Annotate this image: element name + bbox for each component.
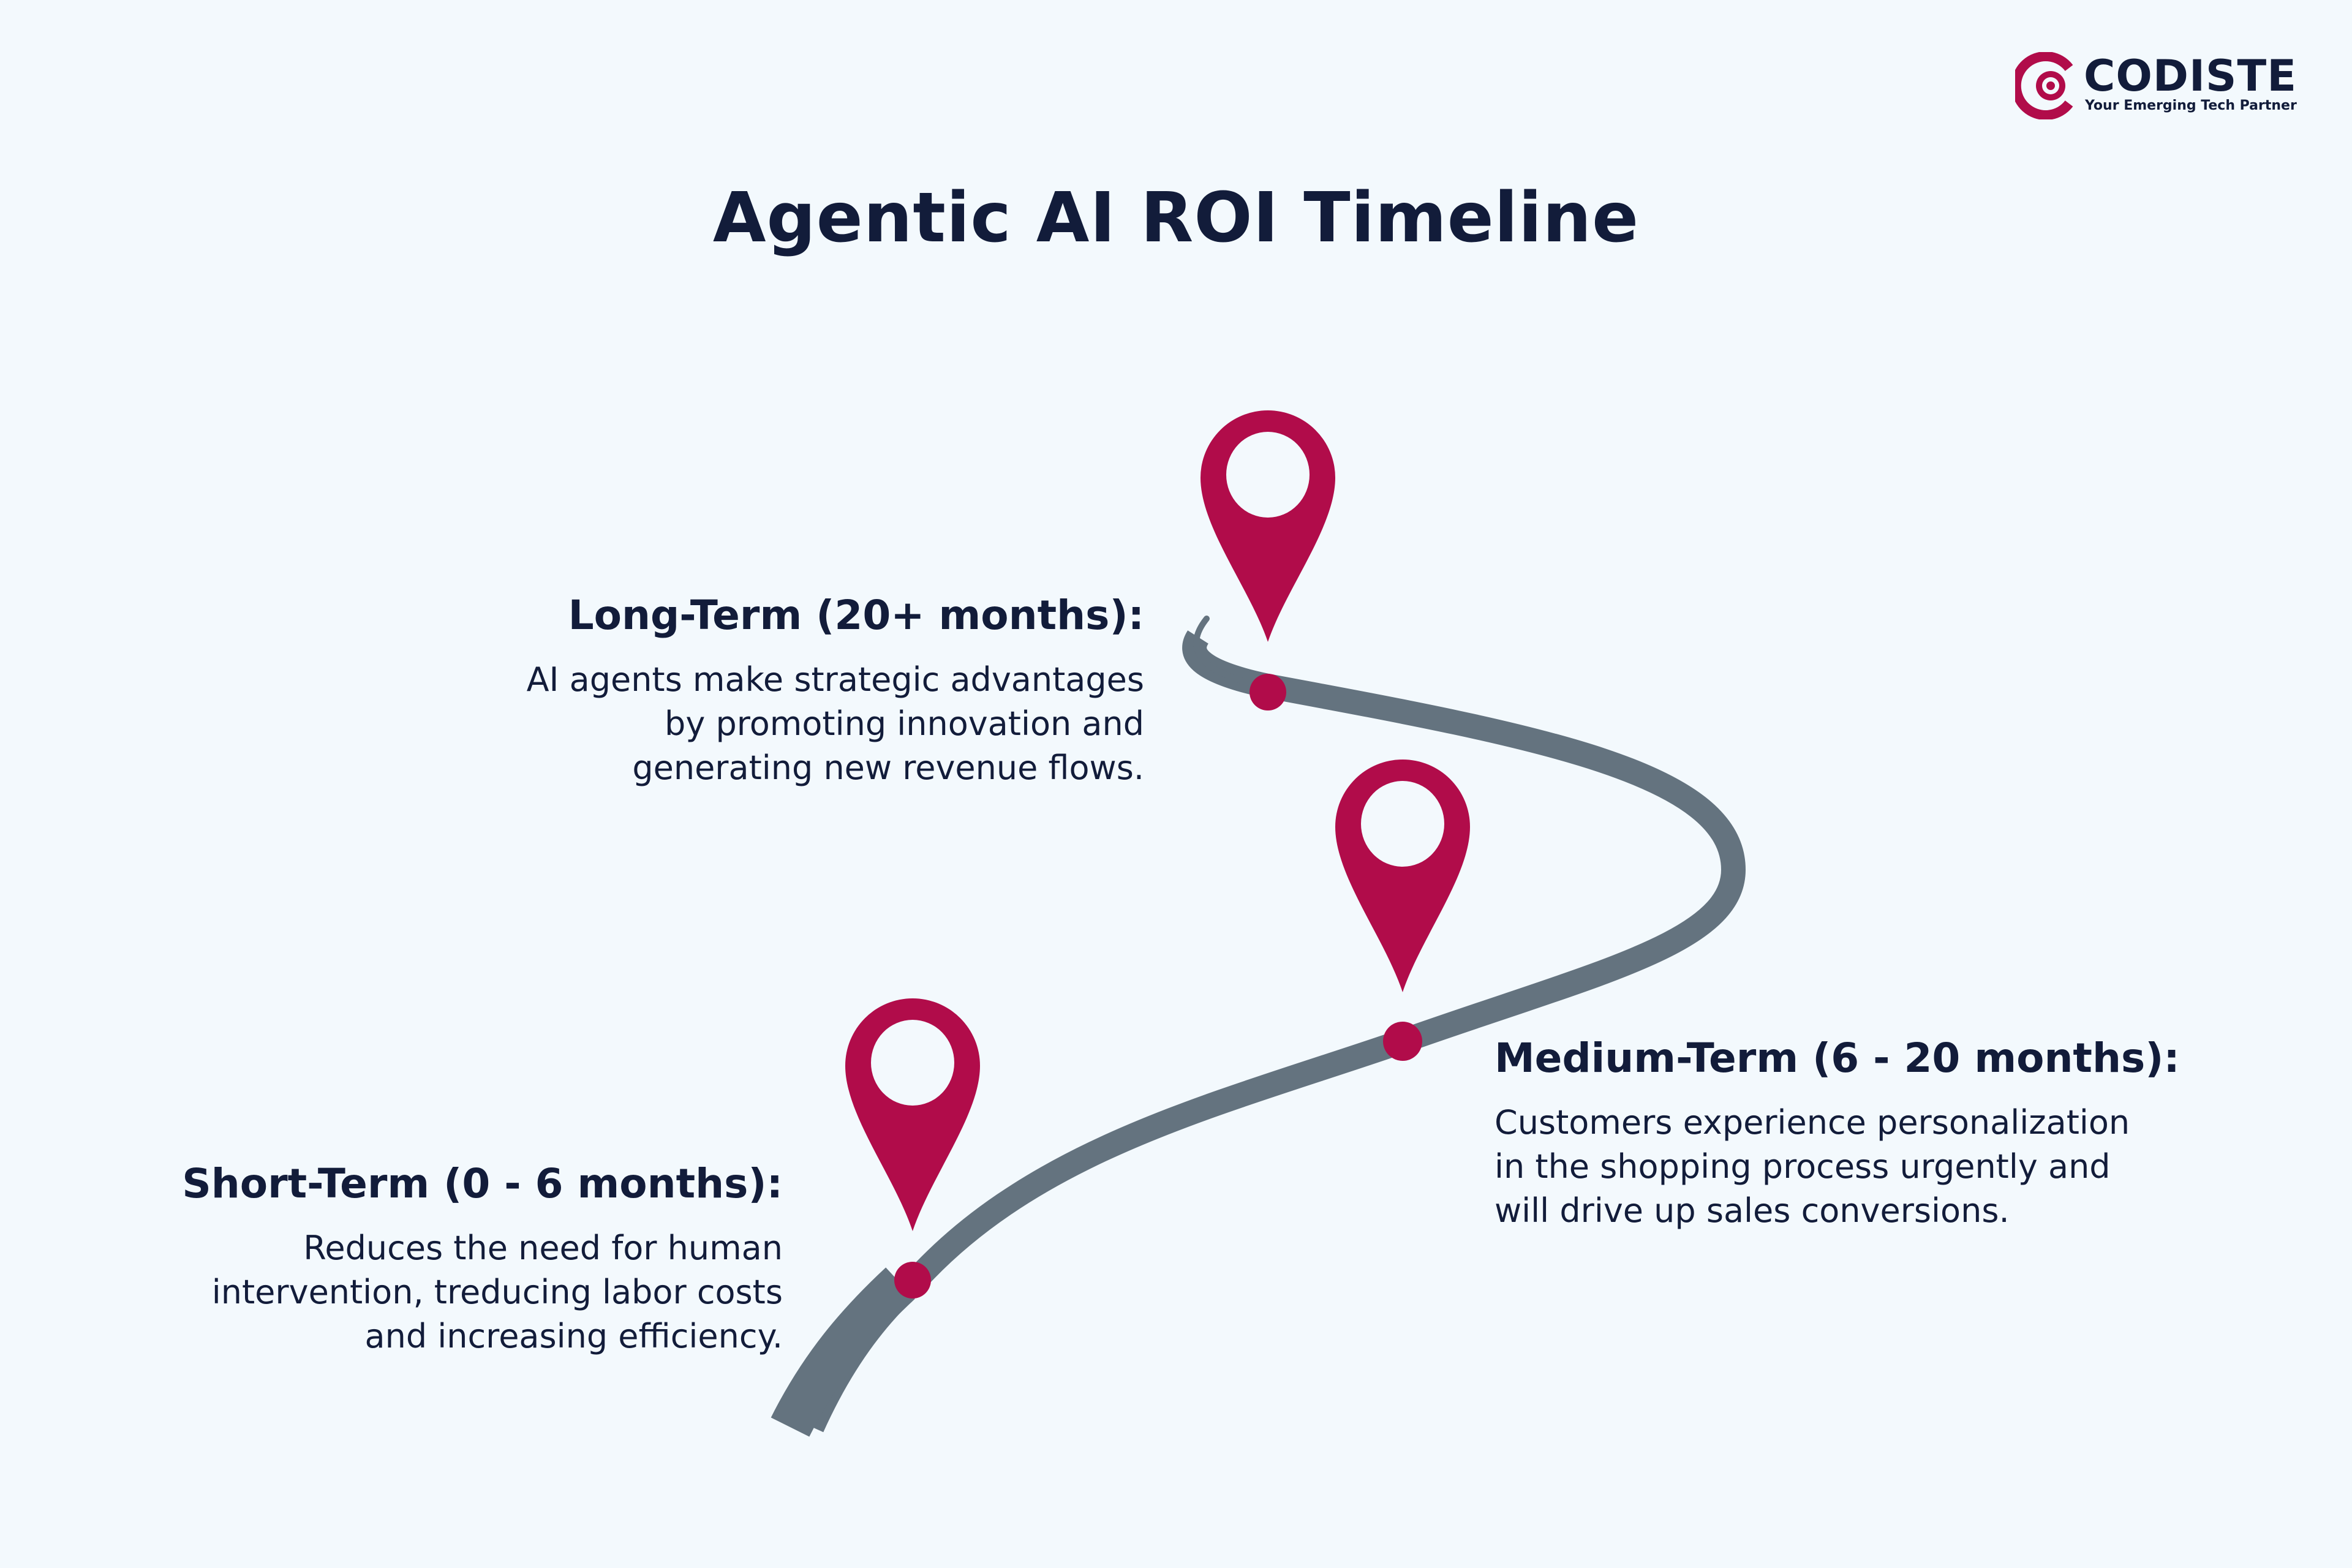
milestone-description: Customers experience personalization in … — [1494, 1101, 2291, 1233]
milestone-description: Reduces the need for human intervention,… — [61, 1226, 783, 1359]
description-line: generating new revenue flows. — [632, 748, 1144, 787]
brand-name: CODISTE — [2084, 51, 2297, 101]
milestone-heading: Short-Term (0 - 6 months): — [182, 1160, 783, 1207]
codiste-logo-icon — [2015, 52, 2073, 119]
road-path — [801, 630, 1746, 1433]
description-line: will drive up sales conversions. — [1494, 1191, 2010, 1230]
description-line: AI agents make strategic advantages — [526, 660, 1144, 699]
description-line: Reduces the need for human — [303, 1229, 783, 1267]
road-tail — [1193, 616, 1271, 690]
road-start-width — [771, 1267, 915, 1437]
milestone-short-term: Short-Term (0 - 6 months): Reduces the n… — [61, 1164, 783, 1359]
short-term-dot — [894, 1262, 931, 1298]
milestone-long-term: Long-Term (20+ months): AI agents make s… — [368, 595, 1144, 790]
short-term-pin — [845, 998, 980, 1298]
description-line: intervention, treducing labor costs — [211, 1273, 783, 1311]
brand-logo: CODISTE Your Emerging Tech Partner — [2015, 52, 2309, 123]
brand-tagline: Your Emerging Tech Partner — [2085, 98, 2297, 113]
medium-term-pin — [1335, 760, 1470, 1061]
milestone-description: AI agents make strategic advantages by p… — [368, 658, 1144, 790]
milestone-heading: Medium-Term (6 - 20 months): — [1494, 1035, 2180, 1082]
milestone-medium-term: Medium-Term (6 - 20 months): Customers e… — [1494, 1038, 2291, 1233]
description-line: and increasing efficiency. — [364, 1317, 783, 1355]
description-line: by promoting innovation and — [665, 704, 1144, 743]
description-line: in the shopping process urgently and — [1494, 1147, 2111, 1186]
milestone-heading: Long-Term (20+ months): — [568, 592, 1144, 639]
long-term-pin — [1200, 410, 1335, 710]
medium-term-dot — [1383, 1022, 1422, 1061]
long-term-dot — [1250, 674, 1286, 710]
page-title: Agentic AI ROI Timeline — [712, 178, 1640, 258]
description-line: Customers experience personalization — [1494, 1103, 2130, 1142]
